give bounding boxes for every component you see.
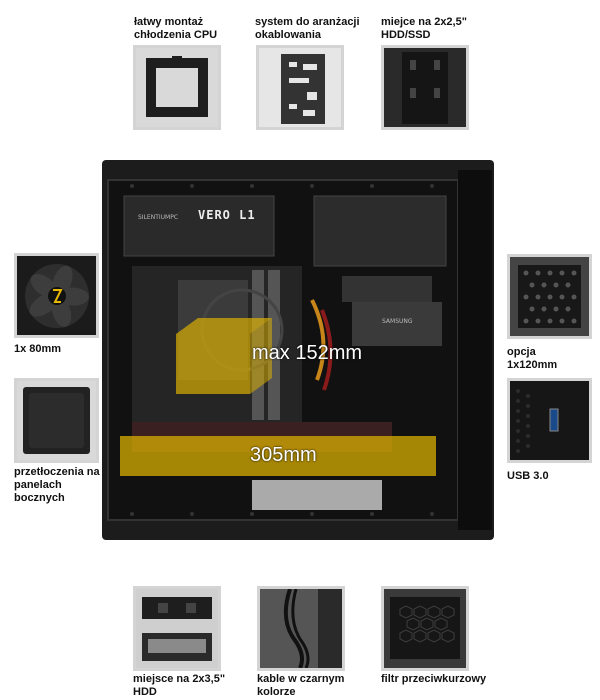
- thumb-side-panels: [14, 378, 99, 463]
- thumb-cpu-mount: [133, 45, 221, 130]
- thumb-80mm-fan: [14, 253, 99, 338]
- cooler-clearance-label: max 152mm: [252, 342, 363, 364]
- thumb-ssd-bay: [381, 45, 469, 130]
- cable-panel-image: [281, 54, 325, 124]
- psu-brand-label: SILENTIUMPC: [138, 214, 179, 221]
- cpu-bracket-image: [146, 56, 208, 117]
- gpu-length-label: 305mm: [250, 444, 317, 466]
- feature-label-side-panels: przetłoczenia na panelach bocznych: [14, 466, 100, 504]
- side-panel-image: [23, 387, 90, 454]
- case-interior-drawing: [107, 170, 492, 530]
- usb-port-image: [510, 381, 589, 460]
- feature-label-dust-filter: filtr przeciwkurzowy: [381, 673, 487, 685]
- ssd-bay-image: [402, 52, 448, 124]
- case-interior-image: SILENTIUMPC VERO L1 SAMSUNG max 152mm 30…: [102, 160, 494, 540]
- drive-brand-label: SAMSUNG: [382, 318, 413, 325]
- thumb-usb3: [507, 378, 592, 463]
- feature-label-cable-management: system do aranżacji okablowania: [255, 16, 360, 41]
- thumb-120mm-option: [507, 254, 592, 339]
- feature-label-80mm-fan: 1x 80mm: [14, 343, 62, 355]
- fan-image: [17, 256, 96, 335]
- feature-label-120mm-option: opcja 1x120mm: [507, 346, 558, 371]
- feature-label-black-cables: kable w czarnym kolorze: [257, 673, 345, 698]
- cables-image: [260, 589, 342, 668]
- mesh-grille-image: [510, 257, 589, 336]
- feature-label-usb3: USB 3.0: [507, 470, 549, 482]
- thumb-cable-management: [256, 45, 344, 130]
- hdd-bay-image: [142, 597, 212, 661]
- feature-label-hdd-bay: miejsce na 2x3,5" HDD: [133, 673, 226, 698]
- thumb-black-cables: [257, 586, 345, 671]
- thumb-dust-filter: [381, 586, 469, 671]
- thumb-hdd-bay: [133, 586, 221, 671]
- dust-filter-image: [384, 589, 466, 668]
- psu-model-label: VERO L1: [198, 208, 256, 222]
- feature-label-ssd-bay: miejce na 2x2,5" HDD/SSD: [381, 16, 467, 41]
- feature-label-cpu-mount: łatwy montaż chłodzenia CPU: [134, 16, 218, 41]
